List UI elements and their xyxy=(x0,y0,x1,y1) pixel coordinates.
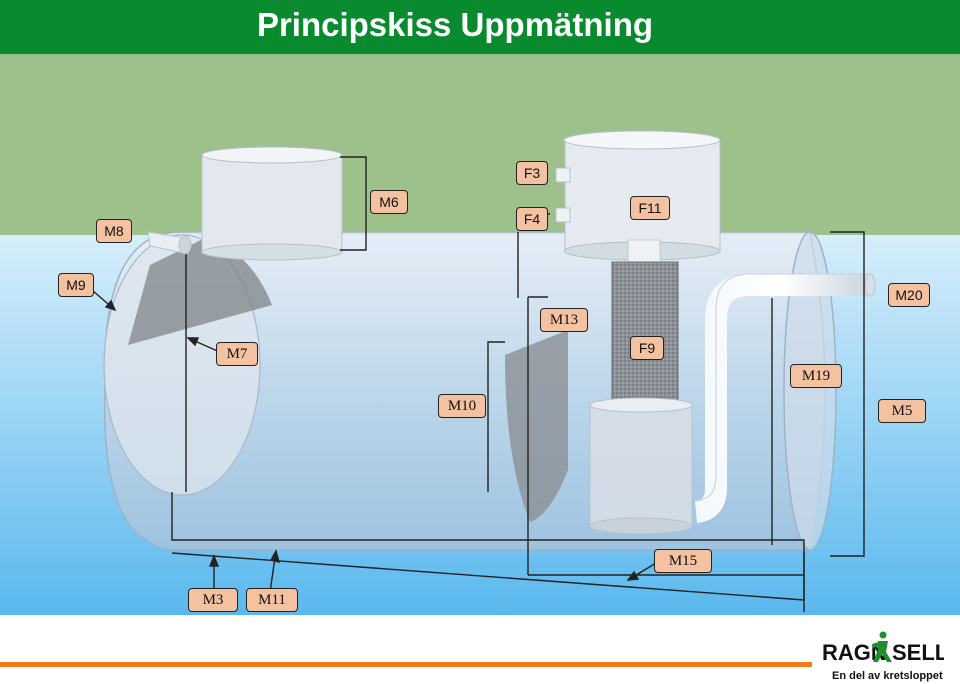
dim-line-m10 xyxy=(487,341,505,492)
label-f9: F9 xyxy=(630,336,664,360)
label-m19: M19 xyxy=(790,364,842,388)
label-m8: M8 xyxy=(96,219,132,243)
label-m11: M11 xyxy=(246,588,298,612)
dim-line-m5 xyxy=(830,231,865,557)
nipple-f4 xyxy=(555,207,571,223)
filter-mesh xyxy=(611,261,679,408)
logo-figure-icon xyxy=(872,631,892,662)
left-baffle xyxy=(128,238,272,345)
label-f4: F4 xyxy=(516,207,548,231)
label-m6: M6 xyxy=(370,190,408,214)
label-m9: M9 xyxy=(58,273,94,297)
nipple-f3 xyxy=(555,167,571,183)
header-bar: Principskiss Uppmätning xyxy=(0,0,960,54)
inlet-pipe xyxy=(147,231,189,255)
dim-line-m6 xyxy=(340,156,367,251)
svg-text:SELLS: SELLS xyxy=(892,640,944,665)
lower-cylinder xyxy=(589,404,693,528)
label-m5: M5 xyxy=(878,399,926,423)
ground-background xyxy=(0,54,960,235)
footer-accent-bar xyxy=(0,662,812,667)
label-m10: M10 xyxy=(438,394,486,418)
label-m20: M20 xyxy=(888,283,930,307)
label-f3: F3 xyxy=(516,161,548,185)
company-logo: RAGN SELLS xyxy=(822,631,944,665)
logo-tagline: En del av kretsloppet xyxy=(832,670,943,682)
label-f11: F11 xyxy=(630,196,670,220)
left-manhole xyxy=(201,154,343,254)
label-m3: M3 xyxy=(188,588,238,612)
label-m13: M13 xyxy=(540,308,588,332)
middle-baffle xyxy=(505,330,568,522)
tank-end-cap-right xyxy=(783,231,837,551)
page-title: Principskiss Uppmätning xyxy=(256,6,654,43)
label-m7: M7 xyxy=(216,342,258,366)
label-m15: M15 xyxy=(654,549,712,573)
